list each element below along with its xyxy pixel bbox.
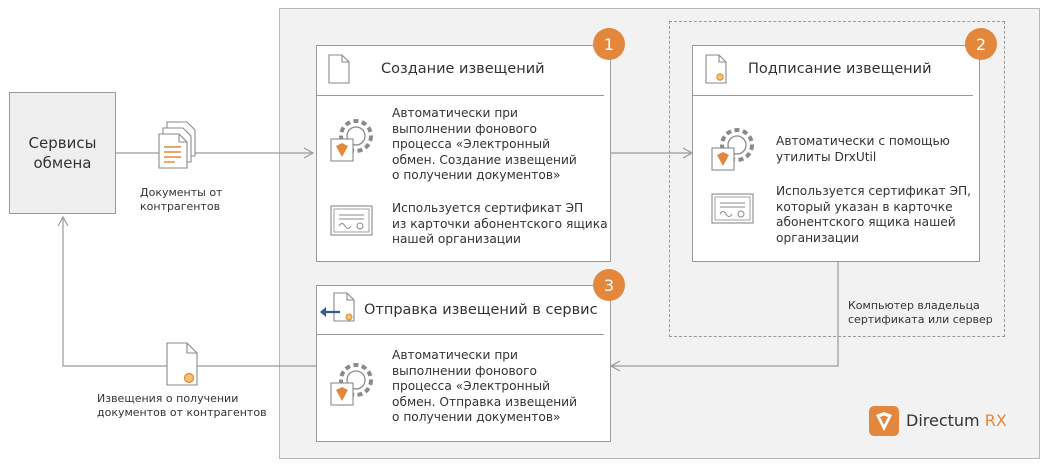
arrow-outgoing-line — [62, 218, 316, 367]
signed-document-icon — [166, 342, 198, 386]
services-box: Сервисы обмена — [9, 92, 116, 214]
certificate-icon — [330, 205, 373, 236]
document-stack-icon — [158, 121, 196, 169]
step1-divider — [317, 95, 604, 96]
step2-divider — [693, 95, 973, 96]
step2-box — [692, 45, 980, 262]
step2-title: Подписание извещений — [748, 61, 932, 77]
owner-computer-area — [669, 21, 1005, 337]
step1-badge: 1 — [593, 28, 625, 60]
services-label-line1: Сервисы — [28, 134, 97, 152]
step3-description: Автоматически при выполнении фонового пр… — [392, 348, 578, 424]
step3-badge: 3 — [593, 269, 625, 301]
step1-title: Создание извещений — [381, 61, 545, 77]
send-document-icon — [320, 292, 355, 322]
step3-title: Отправка извещений в сервис — [364, 302, 598, 318]
outgoing-notices-caption: Извещения о получении документов от конт… — [97, 392, 267, 419]
step1-description: Автоматически при выполнении фонового пр… — [392, 106, 577, 182]
step3-box — [316, 285, 611, 442]
directum-logo-text: Directum RX — [906, 411, 1007, 430]
owner-computer-caption: Компьютер владельца сертификата или серв… — [848, 299, 993, 326]
step3-divider — [317, 334, 604, 335]
arrow-to-send-line — [612, 262, 839, 367]
directum-logo-icon — [869, 406, 899, 436]
gear-cert-icon — [330, 363, 373, 406]
arrow-to-send-head — [609, 360, 621, 372]
document-icon — [328, 54, 350, 84]
arrow-incoming-head — [303, 147, 315, 159]
arrow-outgoing-head — [57, 215, 69, 227]
incoming-docs-caption: Документы от контрагентов — [140, 186, 223, 213]
step2-description: Автоматически с помощью утилиты DrxUtil — [776, 134, 950, 164]
step2-certificate: Используется сертификат ЭП, который указ… — [776, 184, 972, 245]
step1-box — [316, 45, 611, 262]
step1-certificate: Используется сертификат ЭП из карточки а… — [392, 201, 608, 246]
certificate-icon — [711, 193, 754, 224]
step2-badge: 2 — [965, 28, 997, 60]
gear-cert-icon — [330, 119, 373, 162]
gear-cert-icon — [711, 128, 754, 171]
services-label-line2: обмена — [33, 154, 92, 172]
signed-document-icon — [705, 54, 727, 84]
